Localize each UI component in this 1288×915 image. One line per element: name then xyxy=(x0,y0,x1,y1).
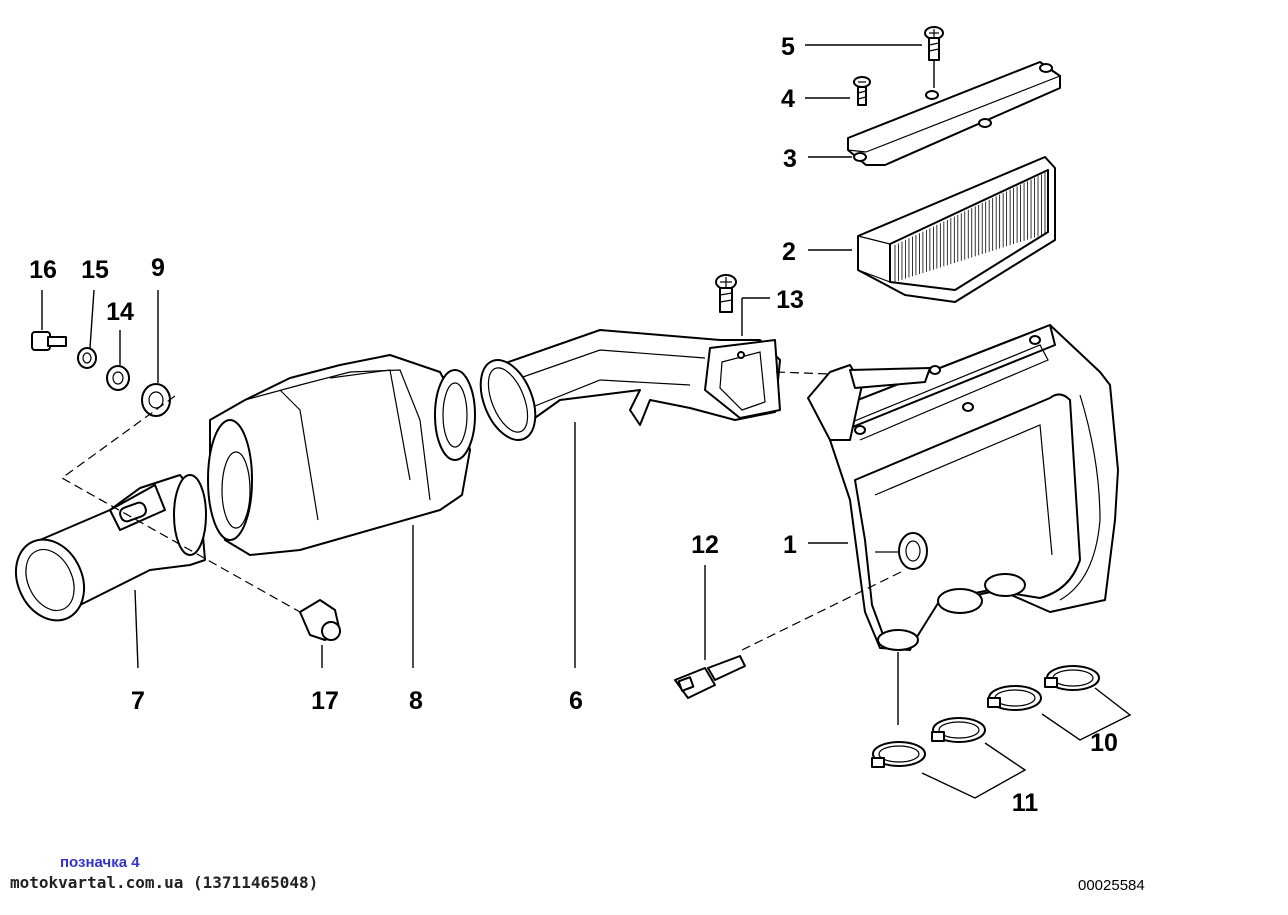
callout-1: 1 xyxy=(783,531,797,559)
part-6-intake-duct xyxy=(479,329,781,441)
part-16-bolt xyxy=(31,331,67,351)
callout-7: 7 xyxy=(131,687,145,715)
callout-10: 10 xyxy=(1090,729,1118,757)
part-9-grommet xyxy=(141,383,171,417)
callout-3: 3 xyxy=(783,145,797,173)
part-5-screw xyxy=(924,26,944,61)
callout-6: 6 xyxy=(569,687,583,715)
assembly-lines xyxy=(60,371,906,651)
callout-8: 8 xyxy=(409,687,423,715)
part-7-intake-snorkel xyxy=(14,474,207,622)
part-11-clamp-a xyxy=(931,717,986,743)
part-3-cover-plate xyxy=(847,61,1061,166)
callout-9: 9 xyxy=(151,254,165,282)
callout-16: 16 xyxy=(29,256,57,284)
part-11-clamp-b xyxy=(871,741,926,768)
filter-pleats xyxy=(894,173,1046,282)
part-13-screw xyxy=(715,274,737,313)
source-watermark: motokvartal.com.ua (13711465048) xyxy=(10,873,319,892)
part-4-screw xyxy=(853,76,871,106)
part-17-clip xyxy=(299,599,341,641)
part-8-intake-silencer xyxy=(207,354,476,556)
part-10-clamp-b xyxy=(987,685,1042,711)
callout-5: 5 xyxy=(781,33,795,61)
callout-2: 2 xyxy=(782,238,796,266)
part-12-sensor xyxy=(674,655,746,699)
callout-17: 17 xyxy=(311,687,339,715)
callout-15: 15 xyxy=(81,256,109,284)
diagram-caption: позначка 4 xyxy=(60,854,140,871)
leader-lines xyxy=(41,44,1132,799)
document-number: 00025584 xyxy=(1078,877,1145,894)
callout-labels: 5 4 3 2 13 1 12 16 15 9 14 7 17 8 6 10 1… xyxy=(29,33,1118,817)
part-1-filter-housing xyxy=(807,324,1119,651)
callout-13: 13 xyxy=(776,286,804,314)
part-2-filter-element xyxy=(857,156,1056,303)
part-15-washer xyxy=(77,347,97,369)
callout-14: 14 xyxy=(106,298,134,326)
part-14-bushing xyxy=(106,365,130,391)
part-10-clamp-a xyxy=(1044,665,1100,691)
callout-11: 11 xyxy=(1012,789,1039,817)
callout-4: 4 xyxy=(781,85,795,113)
callout-12: 12 xyxy=(691,531,719,559)
